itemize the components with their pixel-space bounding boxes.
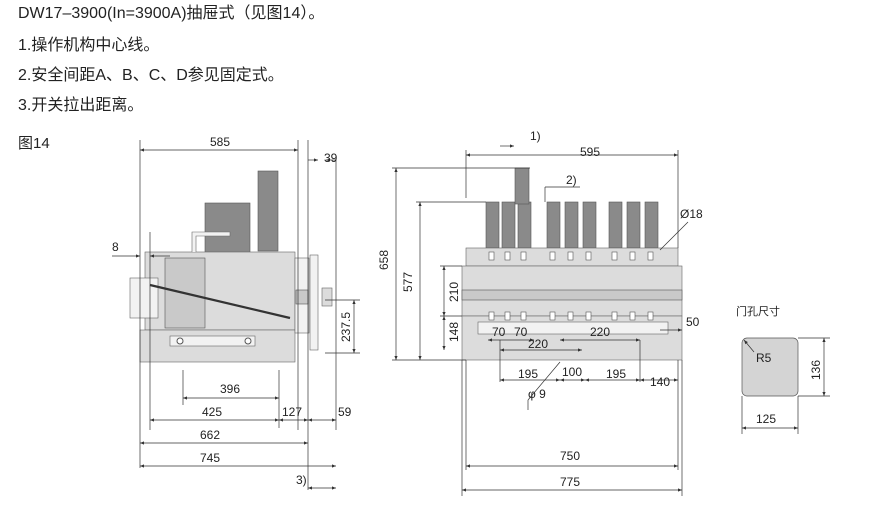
front-handle: [514, 167, 530, 205]
front-view: 1) 595 2) Ø18 658 577 210 148 70 70 220 …: [377, 129, 703, 496]
dim-50: 50: [686, 315, 700, 329]
dim-396: 396: [220, 382, 240, 396]
dim-750: 750: [560, 449, 580, 463]
dim-59: 59: [338, 405, 352, 419]
side-rail: [169, 335, 256, 347]
header-line-4: 3.开关拉出距离。: [18, 97, 144, 114]
dim-585: 585: [210, 135, 230, 149]
dim-210: 210: [447, 282, 461, 302]
dim-662: 662: [200, 428, 220, 442]
dim-127: 127: [282, 405, 302, 419]
cutout-title: 门孔尺寸: [736, 304, 780, 318]
dim-70b: 70: [514, 325, 528, 339]
side-hook: [191, 231, 231, 252]
dim-d18: Ø18: [680, 207, 703, 221]
door-cutout: 门孔尺寸 R5 136 125: [736, 304, 830, 434]
dim-148: 148: [447, 322, 461, 342]
note-2: 2): [566, 173, 577, 187]
dim-745: 745: [200, 451, 220, 465]
dim-220a: 220: [528, 337, 548, 351]
header-line-3: 2.安全间距A、B、C、D参见固定式。: [18, 67, 284, 84]
dim-70a: 70: [492, 325, 506, 339]
cutout-shape: [741, 337, 799, 397]
dim-237-5: 237.5: [339, 312, 353, 342]
note-3: 3): [296, 473, 307, 487]
dim-595: 595: [580, 145, 600, 159]
side-top-block: [204, 202, 251, 256]
dim-577: 577: [401, 272, 415, 292]
side-view: 585 39 8 237.5 396 425 127 59 662 745 3): [112, 135, 360, 490]
dim-100: 100: [562, 365, 582, 379]
dim-220b: 220: [590, 325, 610, 339]
note-1: 1): [530, 129, 541, 143]
dim-140: 140: [650, 375, 670, 389]
dim-775: 775: [560, 475, 580, 489]
dim-425: 425: [202, 405, 222, 419]
side-door: [309, 254, 319, 351]
side-handle-column: [257, 170, 279, 252]
dim-658: 658: [377, 250, 391, 270]
cutout-136: 136: [809, 360, 823, 380]
header-line-1: DW17–3900(In=3900A)抽屉式（见图14）。: [18, 5, 325, 22]
dim-phi9: φ 9: [528, 387, 546, 401]
cutout-125: 125: [756, 412, 776, 426]
figure-label: 图14: [18, 135, 50, 152]
dim-195a: 195: [518, 367, 538, 381]
cutout-r5: R5: [756, 351, 772, 365]
dim-8: 8: [112, 240, 119, 254]
dim-39: 39: [324, 151, 338, 165]
side-front-panel: [129, 277, 159, 319]
header-line-2: 1.操作机构中心线。: [18, 37, 160, 54]
dim-195b: 195: [606, 367, 626, 381]
